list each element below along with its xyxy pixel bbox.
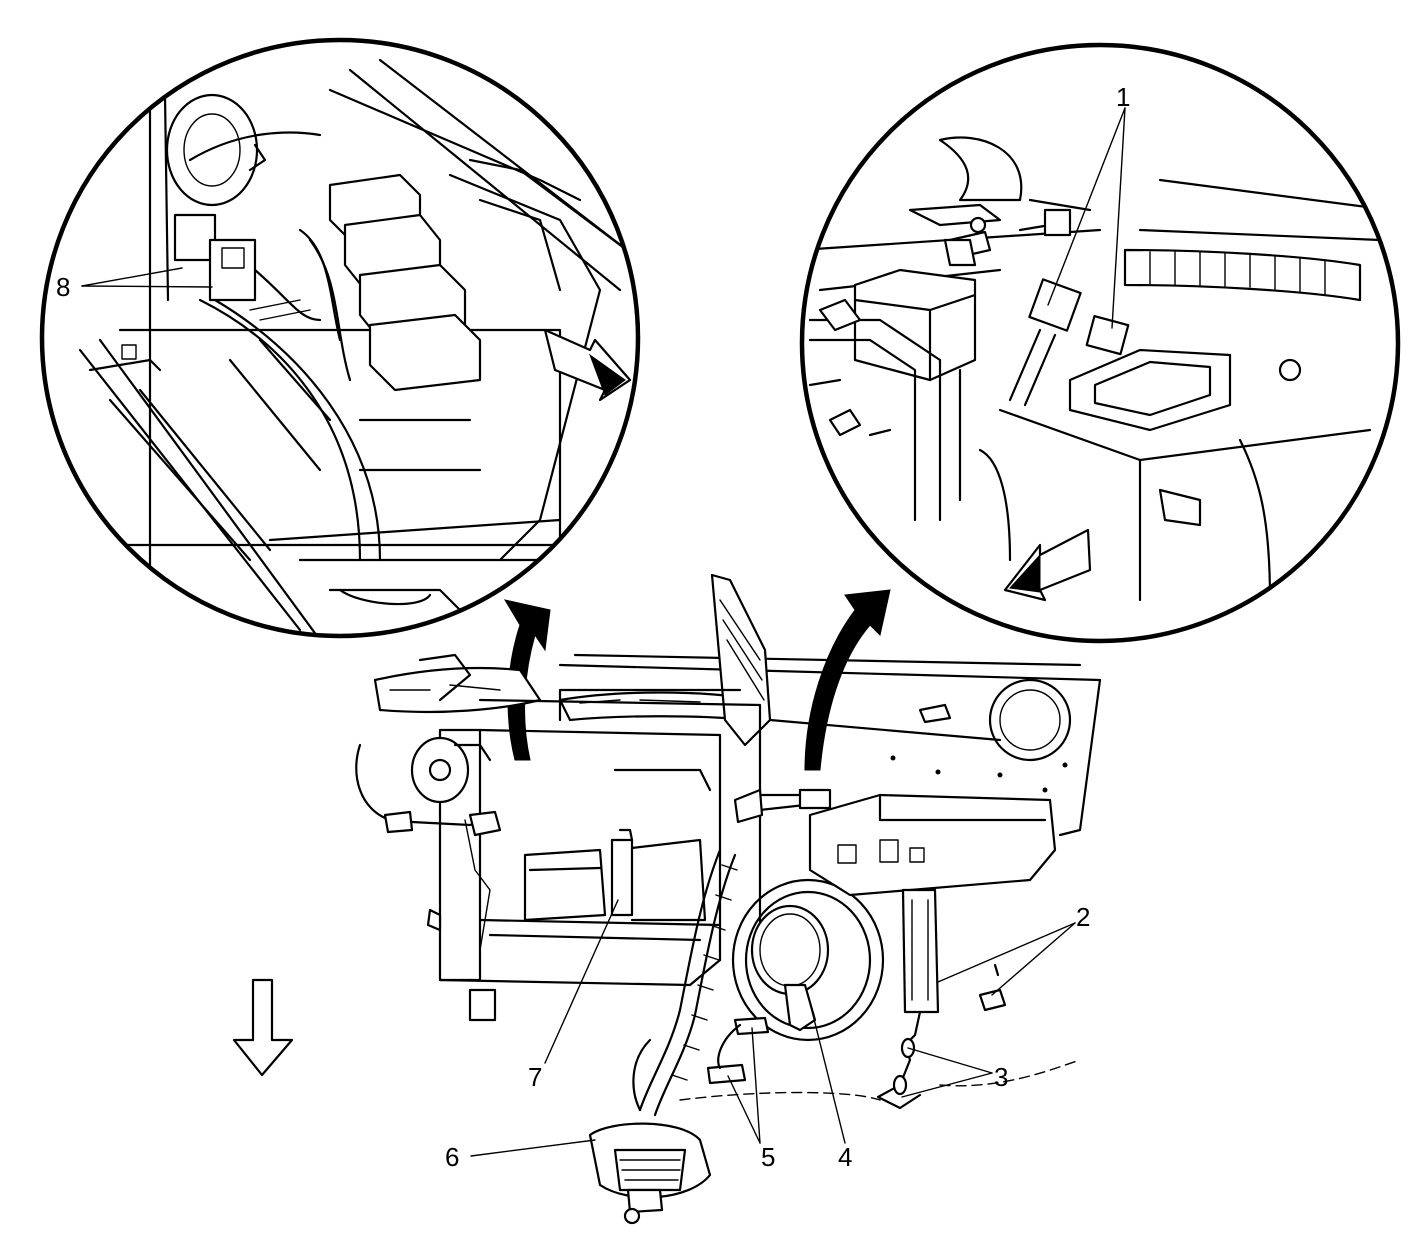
callout-2: 2 [1076, 902, 1090, 932]
callout-5: 5 [761, 1142, 775, 1172]
zoom-arrow-left-icon [503, 599, 551, 761]
callout-4: 4 [838, 1142, 852, 1172]
callout-1: 1 [1116, 82, 1130, 112]
left-detail-view [39, 37, 641, 639]
callout-8: 8 [56, 272, 70, 302]
callout-6: 6 [445, 1142, 459, 1172]
down-arrow-icon [232, 978, 294, 1077]
right-detail-view [799, 42, 1401, 644]
callout-3: 3 [994, 1062, 1008, 1092]
leader-lines [81, 107, 1126, 1157]
main-assembly [355, 573, 1102, 1225]
left-detail-circle [39, 37, 641, 639]
right-detail-circle [799, 42, 1401, 644]
callout-7: 7 [528, 1062, 542, 1092]
callout-labels: 8 1 2 3 4 5 6 7 [56, 82, 1130, 1172]
zoom-arrow-right-icon [804, 589, 891, 771]
